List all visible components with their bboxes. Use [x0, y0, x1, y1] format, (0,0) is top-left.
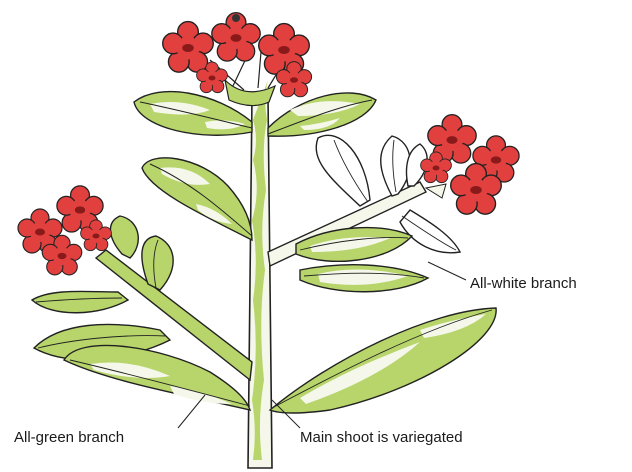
top-flower-cluster — [163, 13, 312, 106]
label-main-shoot: Main shoot is variegated — [300, 430, 463, 445]
leaf-upper-right — [268, 93, 376, 136]
all-white-branch — [268, 115, 519, 292]
label-all-white-branch: All-white branch — [470, 276, 577, 291]
main-shoot — [248, 80, 272, 468]
label-all-green-branch: All-green branch — [14, 430, 124, 445]
leaf-middle-left — [142, 158, 252, 240]
leaf-lower-right — [270, 308, 496, 428]
